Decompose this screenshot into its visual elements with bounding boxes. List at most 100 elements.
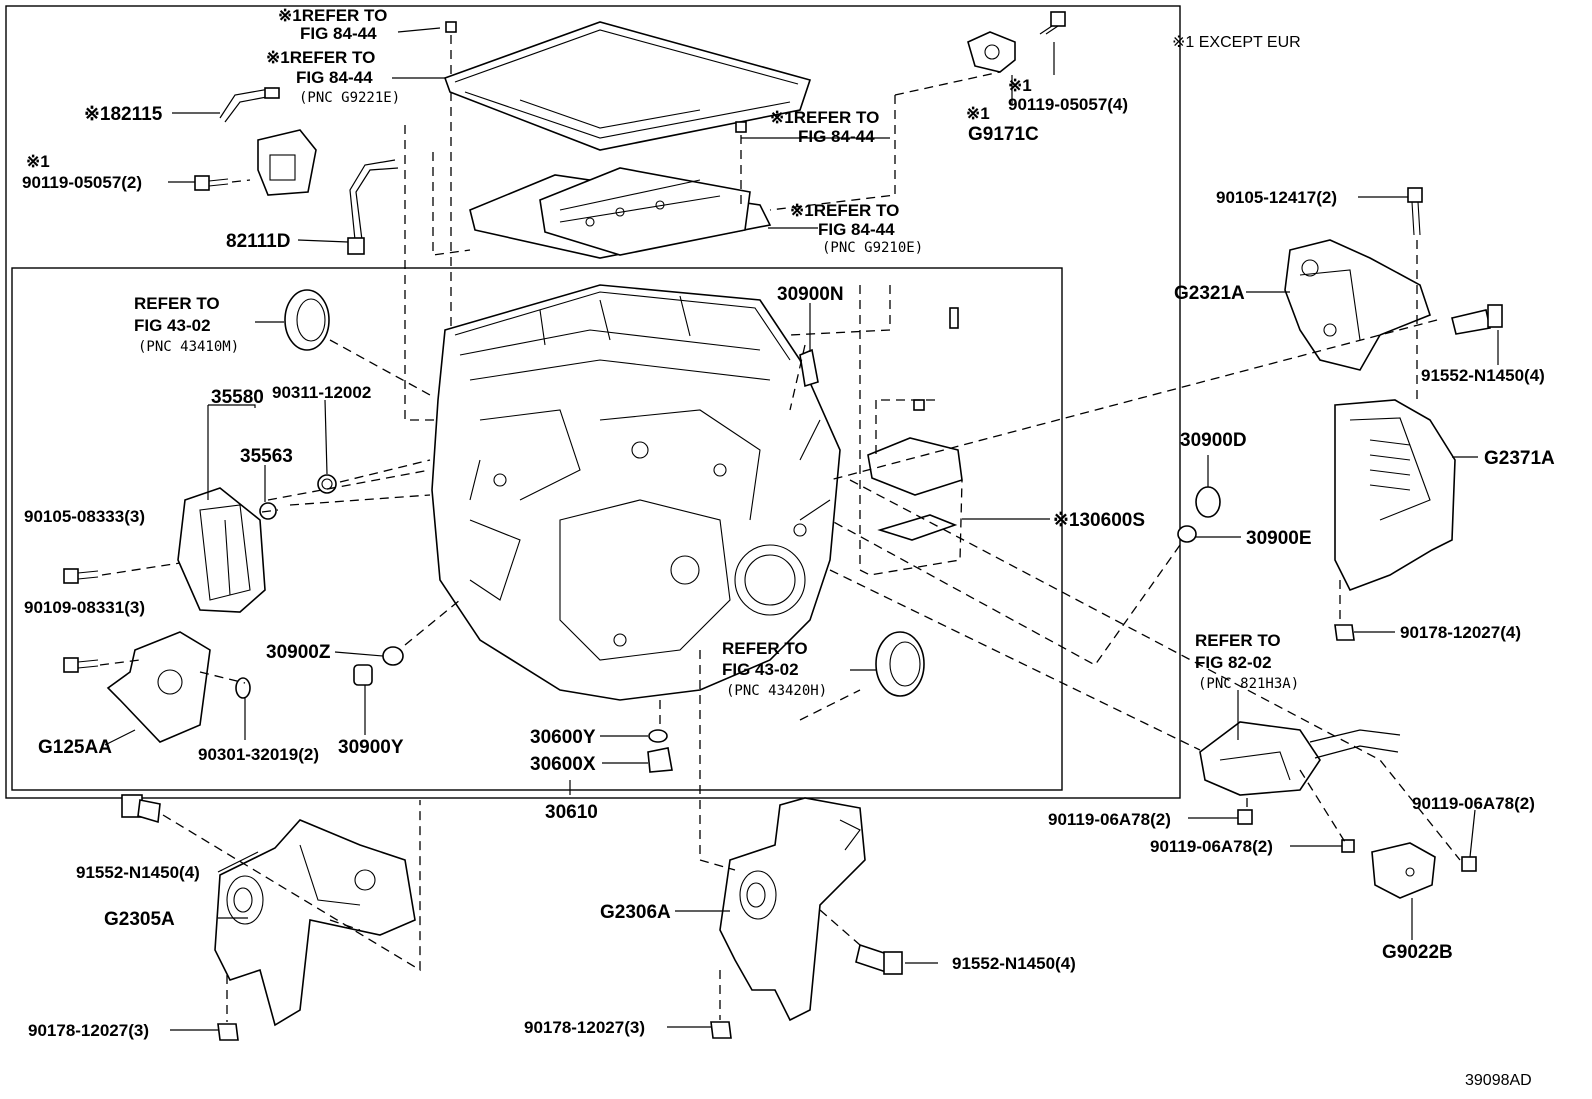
plug-30600Y (648, 729, 668, 743)
label-90109-08331: 90109-08331(3) (24, 598, 145, 617)
label-G2321A: G2321A (1174, 283, 1245, 304)
label-90119-06A78-c: 90119-06A78(2) (1412, 794, 1535, 813)
bolt-refer-84-44-c (735, 121, 747, 133)
assembly-inner-frame (11, 267, 1063, 791)
breather-30900N (799, 348, 819, 388)
leader-lines (104, 27, 1499, 1031)
part-G125AA (106, 631, 211, 743)
bolt-90119-06A78-c (1461, 856, 1477, 872)
label-G9171C-mark: ※1 (966, 104, 990, 123)
refer-43-02-a-line3: (PNC 43410M) (138, 339, 239, 355)
label-90119-06A78-a: 90119-06A78(2) (1048, 810, 1171, 829)
refer-84-44-c-line1: ※1REFER TO (770, 108, 879, 127)
label-91552-N1450-b: 91552-N1450(4) (76, 863, 200, 882)
plug-30600X (647, 747, 673, 773)
bracket-G2371A (1334, 399, 1456, 592)
refer-43-02-a-line2: FIG 43-02 (134, 316, 211, 335)
label-30900N: 30900N (777, 284, 844, 305)
refer-84-44-b-line1: ※1REFER TO (266, 48, 375, 67)
bolt-91552-N1450-a (1451, 304, 1503, 335)
label-91552-N1450-c: 91552-N1450(4) (952, 954, 1076, 973)
label-G2371A: G2371A (1484, 448, 1555, 469)
mount-G2305A (214, 819, 416, 1027)
label-30600Y: 30600Y (530, 727, 596, 748)
bolt-90105-12417 (1407, 187, 1423, 236)
bolt-91552-N1450-b (121, 794, 161, 824)
label-30600S: ※130600S (1053, 510, 1145, 531)
refer-82-02-line3: (PNC 821H3A) (1198, 676, 1299, 692)
labels: ※1 EXCEPT EUR 39098AD ※1REFER TO FIG 84-… (22, 6, 1555, 1089)
assembly-outer-frame (5, 5, 1181, 799)
refer-43-02-b-line1: REFER TO (722, 639, 808, 658)
refer-43-02-a-line1: REFER TO (134, 294, 220, 313)
mount-G2306A (719, 797, 866, 1022)
refer-43-02-b-line2: FIG 43-02 (722, 660, 799, 679)
label-30600X: 30600X (530, 754, 596, 775)
label-G2306A: G2306A (600, 902, 671, 923)
gasket-90301-32019 (235, 677, 251, 699)
refer-43-02-b-line3: (PNC 43420H) (726, 683, 827, 699)
label-90105-08333: 90105-08333(3) (24, 507, 145, 526)
wire-82111D-part (347, 159, 399, 255)
nut-90178-12027-3b (710, 1021, 732, 1039)
label-G2305A: G2305A (104, 909, 175, 930)
bolt-refer-84-44-a (445, 21, 457, 33)
label-G9171C: G9171C (968, 124, 1039, 145)
label-30610: 30610 (545, 802, 598, 823)
label-91552-N1450-a: 91552-N1450(4) (1421, 366, 1545, 385)
sensor-82115-part (219, 87, 317, 196)
label-30900Y: 30900Y (338, 737, 404, 758)
refer-84-44-d-line1: ※1REFER TO (790, 201, 899, 220)
plug-30900Y (353, 664, 373, 686)
label-90119-06A78-b: 90119-06A78(2) (1150, 837, 1273, 856)
label-35563: 35563 (240, 446, 293, 467)
refer-82-02-line1: REFER TO (1195, 631, 1281, 650)
bolt-90119-06A78-b (1341, 839, 1355, 853)
label-82115: ※182115 (84, 104, 163, 125)
refer-84-44-b-line3: (PNC G9221E) (299, 90, 400, 106)
legend-text: ※1 EXCEPT EUR (1172, 34, 1301, 51)
oil-seal-right-part (875, 631, 925, 697)
label-90178-12027-4: 90178-12027(4) (1400, 623, 1521, 642)
part-G9171C (967, 31, 1016, 73)
refer-84-44-d-line2: FIG 84-44 (818, 220, 895, 239)
sensor-G9022B (1371, 842, 1436, 899)
label-90119-05057-2-mark: ※1 (26, 152, 50, 171)
bolt-90105-08333 (63, 568, 99, 584)
bolt-91552-N1450-c (855, 943, 903, 975)
transaxle-case-part (431, 284, 841, 701)
bolt-90119-05057-2 (194, 175, 229, 191)
label-30900E: 30900E (1246, 528, 1312, 549)
label-G9022B: G9022B (1382, 942, 1453, 963)
refer-84-44-a-line2: FIG 84-44 (300, 24, 377, 43)
label-90301-32019: 90301-32019(2) (198, 745, 319, 764)
label-90311-12002: 90311-12002 (272, 383, 371, 402)
assembly-lines (99, 35, 1461, 1022)
label-G125AA: G125AA (38, 737, 112, 758)
oil-seal-left-part (284, 289, 330, 351)
label-30900D: 30900D (1180, 430, 1247, 451)
cover-35580-part (177, 487, 266, 613)
label-90119-05057-4-mark: ※1 (1008, 76, 1032, 95)
refer-82-02-line2: FIG 82-02 (1195, 653, 1272, 672)
label-82111D: 82111D (226, 231, 290, 252)
refer-84-44-c-line2: FIG 84-44 (798, 127, 875, 146)
refer-84-44-d-line3: (PNC G9210E) (822, 240, 923, 256)
top-cover-part (443, 21, 812, 151)
refer-84-44-a-line1: ※1REFER TO (278, 6, 387, 25)
connector-821H3A (1199, 721, 1401, 796)
label-35580: 35580 (211, 387, 264, 408)
refer-84-44-b-line2: FIG 84-44 (296, 68, 373, 87)
plug-30900D (1195, 486, 1221, 518)
label-90178-12027-3a: 90178-12027(3) (28, 1021, 149, 1040)
label-90119-05057-2: 90119-05057(2) (22, 173, 142, 192)
valve-body-part (469, 167, 772, 259)
label-30900Z: 30900Z (266, 642, 331, 663)
oring-30900E (1177, 525, 1197, 543)
part-30600S (867, 307, 963, 541)
label-90119-05057-4: 90119-05057(4) (1008, 95, 1128, 114)
bolt-90109-08331 (63, 657, 99, 673)
plug-30900Z (382, 646, 404, 666)
bracket-G2321A (1284, 239, 1431, 371)
